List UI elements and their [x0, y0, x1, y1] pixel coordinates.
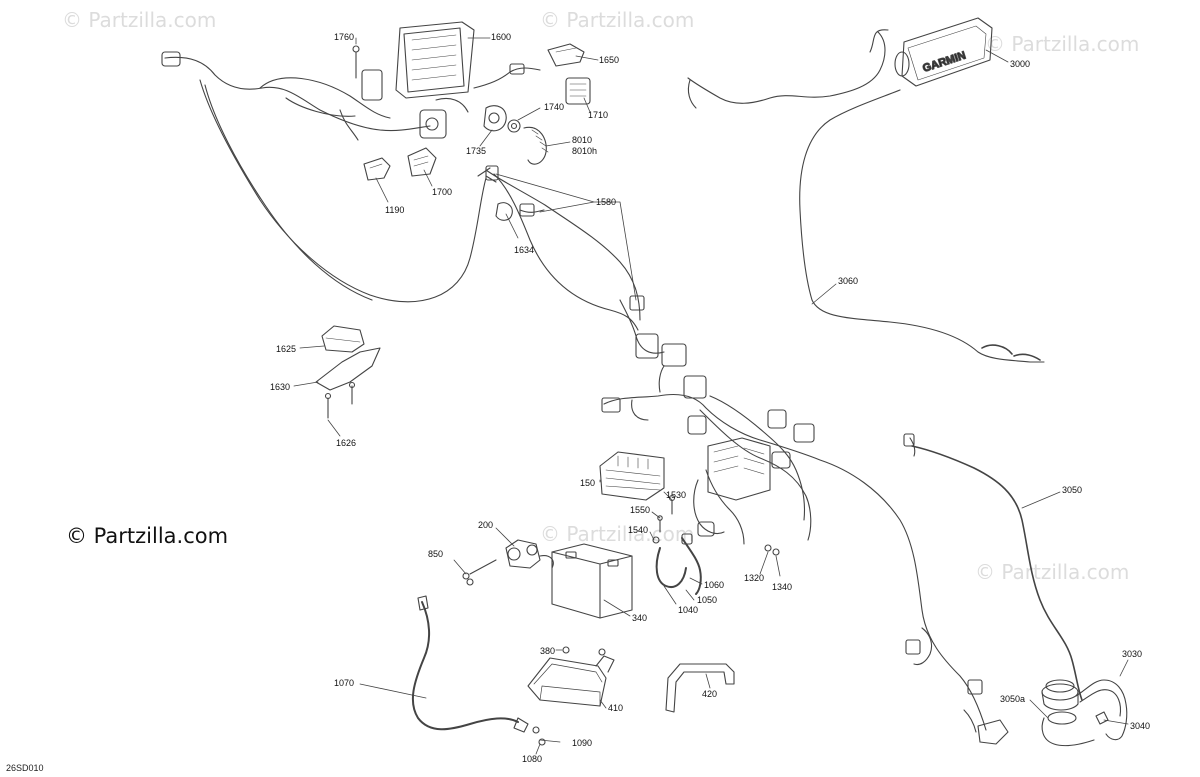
callout-label: 1090 [572, 738, 592, 748]
callout-label: 1580 [596, 197, 616, 207]
callout-label: 3050a [1000, 694, 1025, 704]
battery [551, 543, 633, 619]
callout-label: 1320 [744, 573, 764, 583]
watermark: © Partzilla.com [985, 32, 1140, 56]
callout-label: 1550 [630, 505, 650, 515]
callout-label: 150 [580, 478, 595, 488]
connector-plug [419, 109, 447, 139]
callout-label: 1600 [491, 32, 511, 42]
callout-label: 1060 [704, 580, 724, 590]
connector-plug [161, 51, 181, 67]
callout-label: 3050 [1062, 485, 1082, 495]
ground-cable [411, 601, 519, 731]
callout-label: 1700 [432, 187, 452, 197]
callout-label: 3030 [1122, 649, 1142, 659]
callout-label: 1630 [270, 382, 290, 392]
callout-label: 1040 [678, 605, 698, 615]
callout-labels: 1760 1600 1650 1710 1740 8010 8010h 1735… [270, 32, 1150, 764]
watermark: © Partzilla.com [540, 8, 695, 32]
watermark: © Partzilla.com [62, 8, 217, 32]
callout-label: 340 [632, 613, 647, 623]
battery-strap [665, 663, 735, 713]
callout-label: 3000 [1010, 59, 1030, 69]
callout-label: 1080 [522, 754, 542, 764]
callout-label: 1050 [697, 595, 717, 605]
callout-label: 3060 [838, 276, 858, 286]
callout-label: 380 [540, 646, 555, 656]
callout-label: 1530 [666, 490, 686, 500]
callout-label: 8010 [572, 135, 592, 145]
garmin-lead [799, 89, 1045, 363]
callout-label: 410 [608, 703, 623, 713]
harness-front [164, 56, 431, 132]
starter-solenoid [505, 539, 554, 569]
callout-label: 420 [702, 689, 717, 699]
garmin-display [894, 17, 993, 87]
callout-label: 8010h [572, 146, 597, 156]
garmin-harness [687, 31, 886, 104]
callout-label: 1070 [334, 678, 354, 688]
voltage-regulator [599, 451, 665, 501]
callout-label: 1626 [336, 438, 356, 448]
callout-label: 1540 [628, 525, 648, 535]
callout-label: 3040 [1130, 721, 1150, 731]
harness-front-branch [199, 79, 487, 303]
watermark-main: © Partzilla.com [66, 524, 229, 548]
callout-label: 1740 [544, 102, 564, 112]
watermark: © Partzilla.com [975, 560, 1130, 584]
battery-cable [655, 547, 687, 588]
callout-label: 1190 [385, 205, 404, 215]
callout-label: 1735 [466, 146, 486, 156]
fuse-box [707, 437, 771, 501]
harness-middle [485, 169, 641, 321]
watermark: © Partzilla.com [540, 522, 695, 546]
instrument-cluster [395, 21, 475, 99]
battery-tray [527, 655, 615, 707]
callout-label: 1710 [588, 110, 608, 120]
connector-plug [361, 69, 383, 101]
diagram-code: 26SD010 [6, 763, 44, 773]
control-module [321, 325, 365, 353]
accessory-harness [911, 445, 1083, 701]
harness-front-branch-2 [204, 84, 373, 301]
callout-label: 1760 [334, 32, 354, 42]
mounting-bracket [315, 347, 381, 391]
callout-label: 1340 [772, 582, 792, 592]
callout-label: 850 [428, 549, 443, 559]
harness-rear [603, 393, 987, 731]
callout-label: 1650 [599, 55, 619, 65]
callout-label: 1634 [514, 245, 534, 255]
callout-label: 1625 [276, 344, 296, 354]
callout-label: 200 [478, 520, 493, 530]
